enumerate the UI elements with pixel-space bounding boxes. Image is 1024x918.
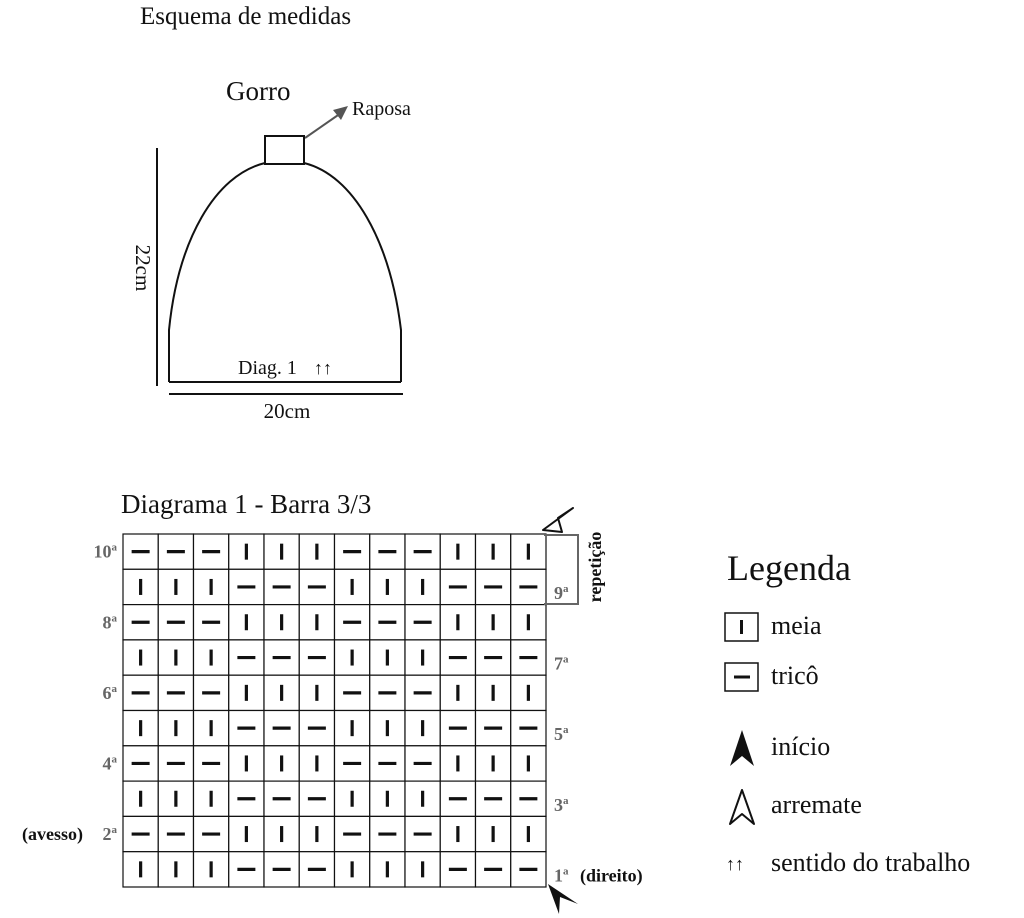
row-number-label: 4a <box>103 753 118 773</box>
start-arrow-icon <box>730 730 754 766</box>
stitch-cell <box>439 639 477 676</box>
stitch-cell <box>157 709 195 747</box>
legend-item-label: sentido do trabalho <box>771 848 970 877</box>
row-number-label: 2a <box>103 824 118 844</box>
start-arrow-icon <box>548 884 578 914</box>
legend-item-label: início <box>771 732 830 761</box>
stitch-cell <box>192 851 230 888</box>
bindoff-arrow-icon <box>729 789 755 825</box>
stitch-cell <box>474 815 512 853</box>
row-number-label: 8a <box>103 612 118 632</box>
top-label: Raposa <box>352 98 411 120</box>
row-number-label: 7a <box>554 654 569 674</box>
pompom-box <box>264 135 305 165</box>
purl-symbol-icon <box>724 662 759 692</box>
bindoff-arrow-icon <box>542 507 574 533</box>
legend-title: Legenda <box>727 548 851 588</box>
label-pointer-arrowhead <box>333 106 348 120</box>
right-side-label: (direito) <box>580 865 643 886</box>
repeat-label: repetição <box>585 532 605 603</box>
stitch-cell <box>369 815 406 853</box>
row-number-label: 10a <box>94 542 118 562</box>
schema-title: Esquema de medidas <box>140 3 351 30</box>
stitch-grid <box>122 533 547 888</box>
stitch-cell <box>333 745 371 782</box>
repeat-bracket <box>544 534 579 605</box>
legend-item-label: meia <box>771 611 822 640</box>
label-pointer-line <box>304 112 342 139</box>
row-number-label: 1a <box>554 865 569 885</box>
diagram-title: Diagrama 1 - Barra 3/3 <box>121 489 371 519</box>
base-direction-arrows: ↑↑ <box>314 358 332 378</box>
row-number-label: 5a <box>554 724 569 744</box>
legend-item-label: tricô <box>771 661 819 690</box>
row-number-label: 3a <box>554 795 569 815</box>
wrong-side-label: (avesso) <box>22 824 83 845</box>
row-labels: 10a 9a 8a 7a 6a 5a 4a 3a 2a (avesso) 1a (direito) <box>22 542 643 887</box>
height-label: 22cm <box>131 245 155 292</box>
hat-outline <box>168 162 402 382</box>
stitch-cell <box>298 745 336 782</box>
row-number-label: 9a <box>554 583 569 603</box>
work-direction-icon: ↑↑ <box>726 854 744 874</box>
piece-name: Gorro <box>226 76 290 106</box>
row-number-label: 6a <box>103 683 118 703</box>
base-label: Diag. 1 <box>238 357 297 379</box>
width-label: 20cm <box>264 399 311 423</box>
legend-item-label: arremate <box>771 790 862 819</box>
